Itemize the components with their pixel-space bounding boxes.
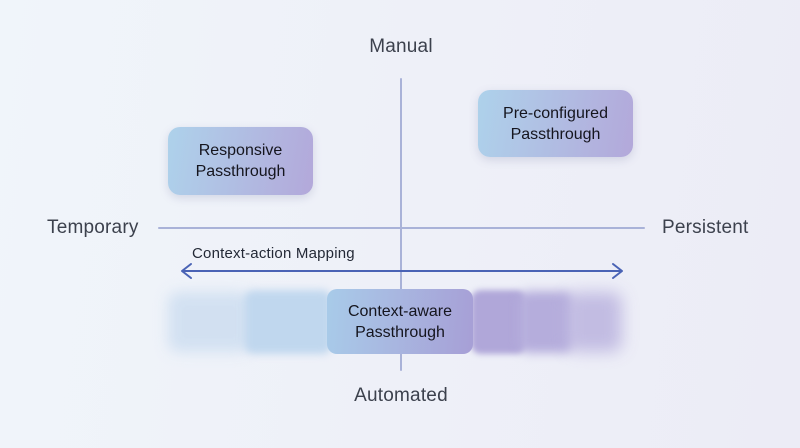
band-segment-fade-left-outer [168, 292, 250, 352]
axis-label-temporary: Temporary [47, 217, 139, 238]
node-context-aware-passthrough: Context-aware Passthrough [327, 289, 473, 354]
axis-label-automated: Automated [354, 385, 448, 406]
node-label-line: Responsive [198, 142, 283, 159]
axis-label-manual: Manual [369, 36, 433, 57]
context-action-mapping-label: Context-action Mapping [192, 245, 355, 262]
node-responsive-passthrough: Responsive Passthrough [168, 127, 313, 195]
double-headed-arrow-icon [181, 263, 623, 279]
band-segment-fade-right-inner [471, 290, 526, 354]
node-label-line: Context-aware [347, 302, 453, 320]
node-label-line: Pre-configured [503, 104, 608, 122]
band-segment-fade-left-inner [244, 290, 332, 354]
axis-label-persistent: Persistent [662, 217, 749, 238]
band-segment-fade-right-outer [566, 292, 622, 352]
horizontal-axis-line [158, 227, 645, 229]
node-label-line: Passthrough [355, 323, 445, 341]
vertical-axis-line [400, 78, 402, 371]
node-label-line: Passthrough [195, 163, 286, 180]
node-preconfigured-passthrough: Pre-configured Passthrough [478, 90, 633, 157]
node-label-line: Passthrough [510, 125, 601, 143]
band-segment-fade-right-middle [519, 291, 573, 353]
